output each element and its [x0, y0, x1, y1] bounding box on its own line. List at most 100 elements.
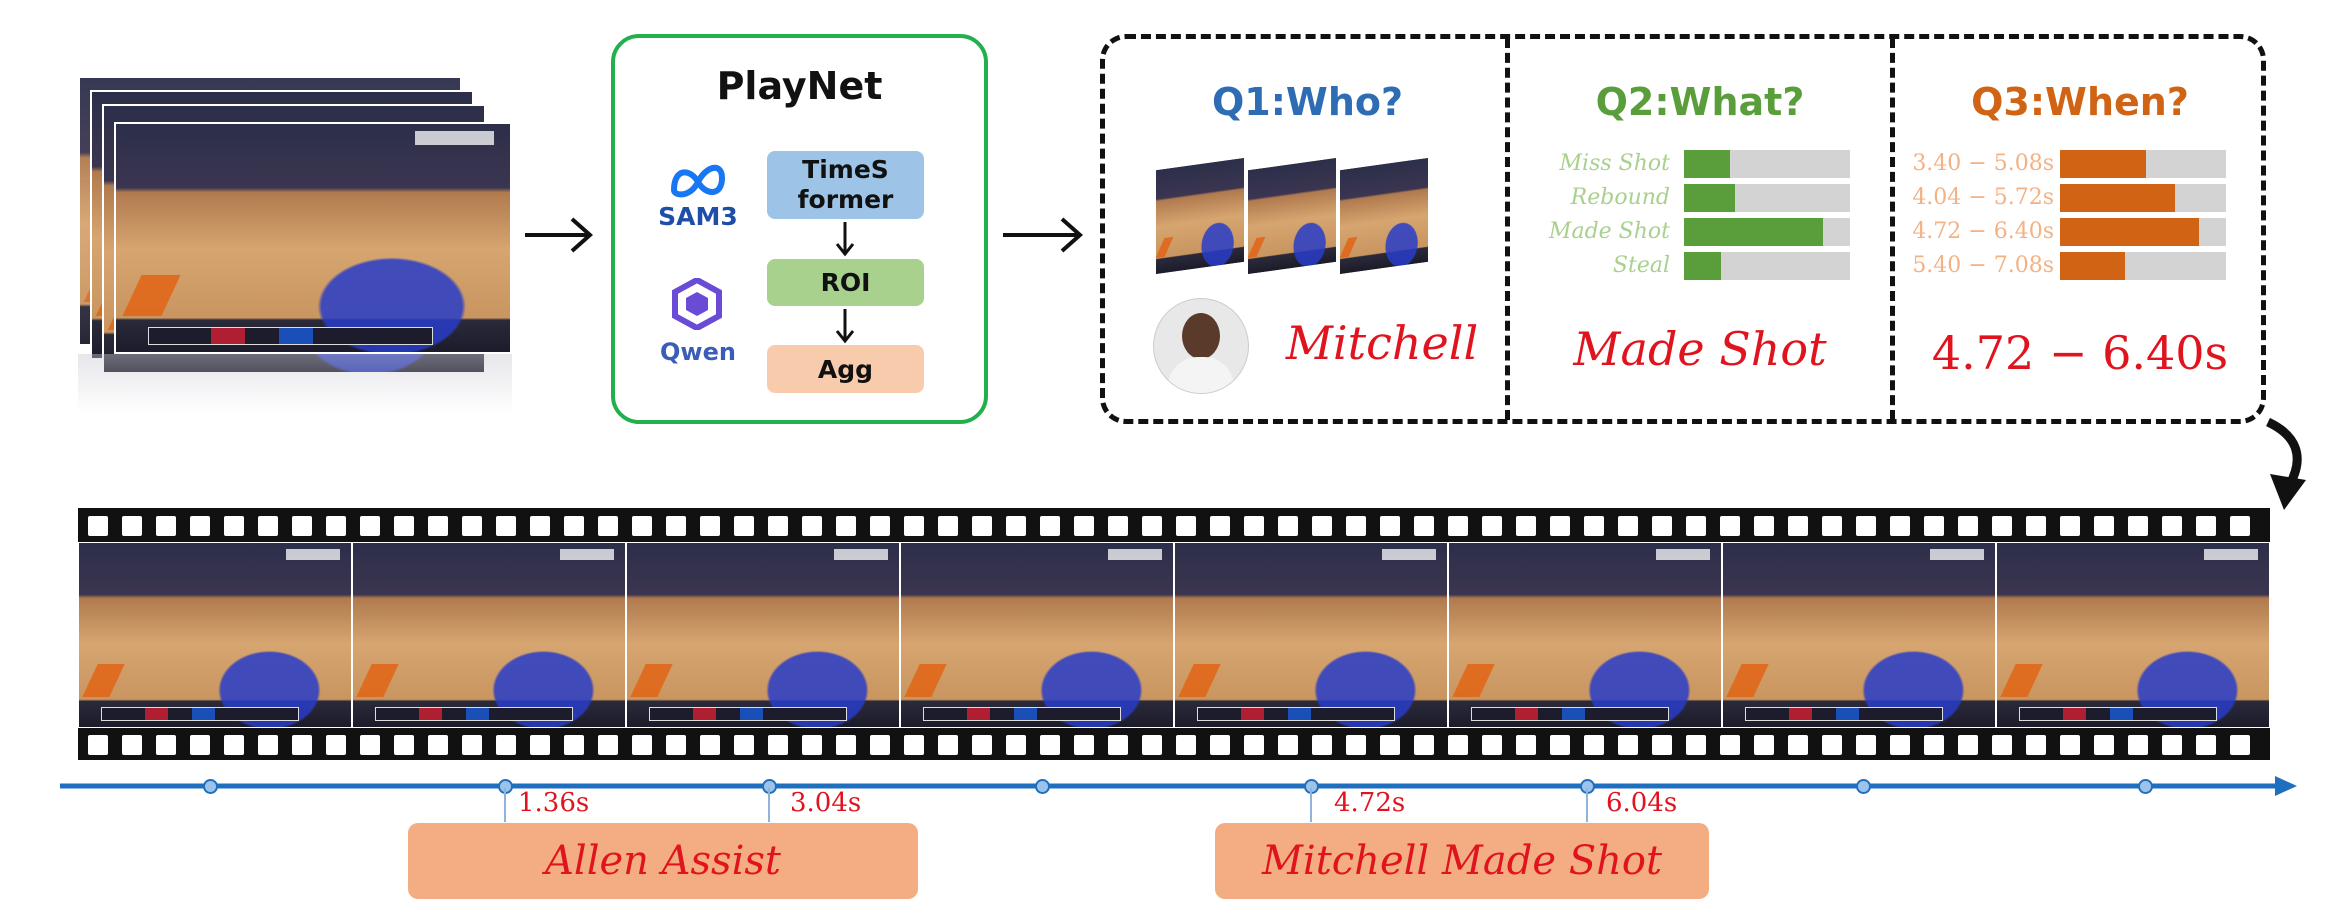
q1-frame-2: [1247, 156, 1337, 276]
sam3-label: SAM3: [658, 202, 738, 231]
questions-panel: [1100, 34, 2266, 424]
film-sprocket-hole: [224, 735, 244, 755]
film-sprocket-hole: [1414, 516, 1434, 536]
qwen-logo-icon: [672, 278, 722, 330]
film-sprocket-hole: [1924, 735, 1944, 755]
event-label-mitchell-made-shot: Mitchell Made Shot: [1261, 838, 1663, 884]
film-sprocket-hole: [394, 516, 414, 536]
frame-stats-tag: [1655, 548, 1711, 560]
film-sprocket-hole: [1754, 735, 1774, 755]
film-sprocket-hole: [1788, 735, 1808, 755]
film-sprocket-hole: [1210, 735, 1230, 755]
film-sprocket-hole: [1312, 735, 1332, 755]
film-sprocket-hole: [2060, 735, 2080, 755]
film-sprocket-hole: [190, 516, 210, 536]
film-sprocket-hole: [2026, 516, 2046, 536]
event-mitchell-made-shot: Mitchell Made Shot: [1215, 823, 1709, 899]
film-sprocket-hole: [1176, 516, 1196, 536]
q3-answer: 4.72 − 6.40s: [1931, 326, 2229, 380]
film-sprocket-hole: [870, 735, 890, 755]
arrow-roi-agg: [835, 309, 855, 344]
film-sprocket-hole: [564, 516, 584, 536]
frame-scoreboard: [2018, 706, 2217, 722]
film-sprocket-hole: [2162, 735, 2182, 755]
film-sprocket-hole: [1550, 516, 1570, 536]
film-sprocket-hole: [768, 516, 788, 536]
film-sprocket-hole: [972, 735, 992, 755]
film-frame: [78, 542, 352, 728]
tick-line-4: [1586, 788, 1588, 822]
film-sprocket-hole: [1686, 516, 1706, 536]
film-sprocket-hole: [1652, 516, 1672, 536]
event-allen-assist: Allen Assist: [408, 823, 918, 899]
q3-bar-label: 3.40 − 5.08s: [1912, 151, 2054, 176]
frame-stats-tag: [2203, 548, 2259, 560]
film-sprocket-hole: [2094, 735, 2114, 755]
film-sprocket-hole: [870, 516, 890, 536]
film-sprocket-hole: [156, 516, 176, 536]
frame-scoreboard: [374, 706, 573, 722]
film-sprocket-hole: [802, 735, 822, 755]
film-sprocket-hole: [1346, 516, 1366, 536]
film-sprocket-hole: [122, 516, 142, 536]
film-sprocket-hole: [598, 735, 618, 755]
q1-frame-3: [1339, 156, 1429, 276]
film-sprocket-hole: [1958, 735, 1978, 755]
film-sprocket-hole: [1720, 735, 1740, 755]
q2-bar-label: Rebound: [1570, 185, 1670, 210]
meta-logo-icon: [670, 165, 726, 198]
film-sprocket-hole: [666, 735, 686, 755]
film-frame: [352, 542, 626, 728]
tick-line-2: [768, 788, 770, 822]
tick-label-4: 6.04s: [1606, 788, 1678, 818]
film-sprocket-hole: [88, 516, 108, 536]
film-sprocket-hole: [1278, 735, 1298, 755]
film-sprocket-hole: [394, 735, 414, 755]
film-sprocket-hole: [2196, 735, 2216, 755]
film-sprocket-hole: [1754, 516, 1774, 536]
frame-stats-tag: [559, 548, 615, 560]
film-frame: [1448, 542, 1722, 728]
film-sprocket-hole: [768, 735, 788, 755]
frame-scoreboard: [100, 706, 299, 722]
q3-title: Q3:When?: [1971, 80, 2189, 124]
film-sprocket-hole: [462, 516, 482, 536]
q2-bar-label: Miss Shot: [1559, 151, 1670, 176]
frame-stats-tag: [1929, 548, 1985, 560]
frame-stats-tag: [1107, 548, 1163, 560]
film-sprocket-hole: [1856, 735, 1876, 755]
film-sprocket-hole: [1890, 735, 1910, 755]
tick-label-1: 1.36s: [518, 788, 590, 818]
q2-bar-track: [1684, 150, 1850, 178]
film-sprocket-hole: [1856, 516, 1876, 536]
film-sprocket-hole: [1142, 735, 1162, 755]
film-sprocket-hole: [1108, 735, 1128, 755]
q2-bar-fill: [1684, 218, 1823, 246]
film-sprocket-hole: [836, 735, 856, 755]
curved-arrow-down-icon: [2265, 418, 2306, 510]
q1-frame-1: [1155, 156, 1245, 276]
q2-bar-fill: [1684, 150, 1730, 178]
film-sprocket-hole: [292, 516, 312, 536]
film-sprocket-hole: [1652, 735, 1672, 755]
q2-bar-track: [1684, 218, 1850, 246]
film-sprocket-hole: [2128, 735, 2148, 755]
film-sprocket-hole: [1992, 516, 2012, 536]
film-sprocket-hole: [530, 735, 550, 755]
film-sprocket-hole: [1720, 516, 1740, 536]
film-sprocket-hole: [156, 735, 176, 755]
film-sprocket-hole: [1516, 735, 1536, 755]
film-sprocket-hole: [802, 516, 822, 536]
film-sprocket-hole: [1584, 516, 1604, 536]
film-sprocket-hole: [904, 735, 924, 755]
film-sprocket-hole: [734, 516, 754, 536]
video-stack-reflection: [78, 354, 512, 414]
film-sprocket-hole: [2230, 735, 2250, 755]
film-sprocket-hole: [1346, 735, 1366, 755]
roi-module: ROI: [767, 259, 924, 306]
film-sprocket-hole: [1006, 516, 1026, 536]
film-sprocket-hole: [666, 516, 686, 536]
film-sprocket-hole: [462, 735, 482, 755]
film-sprocket-hole: [1482, 735, 1502, 755]
q1-title: Q1:Who?: [1211, 80, 1404, 124]
